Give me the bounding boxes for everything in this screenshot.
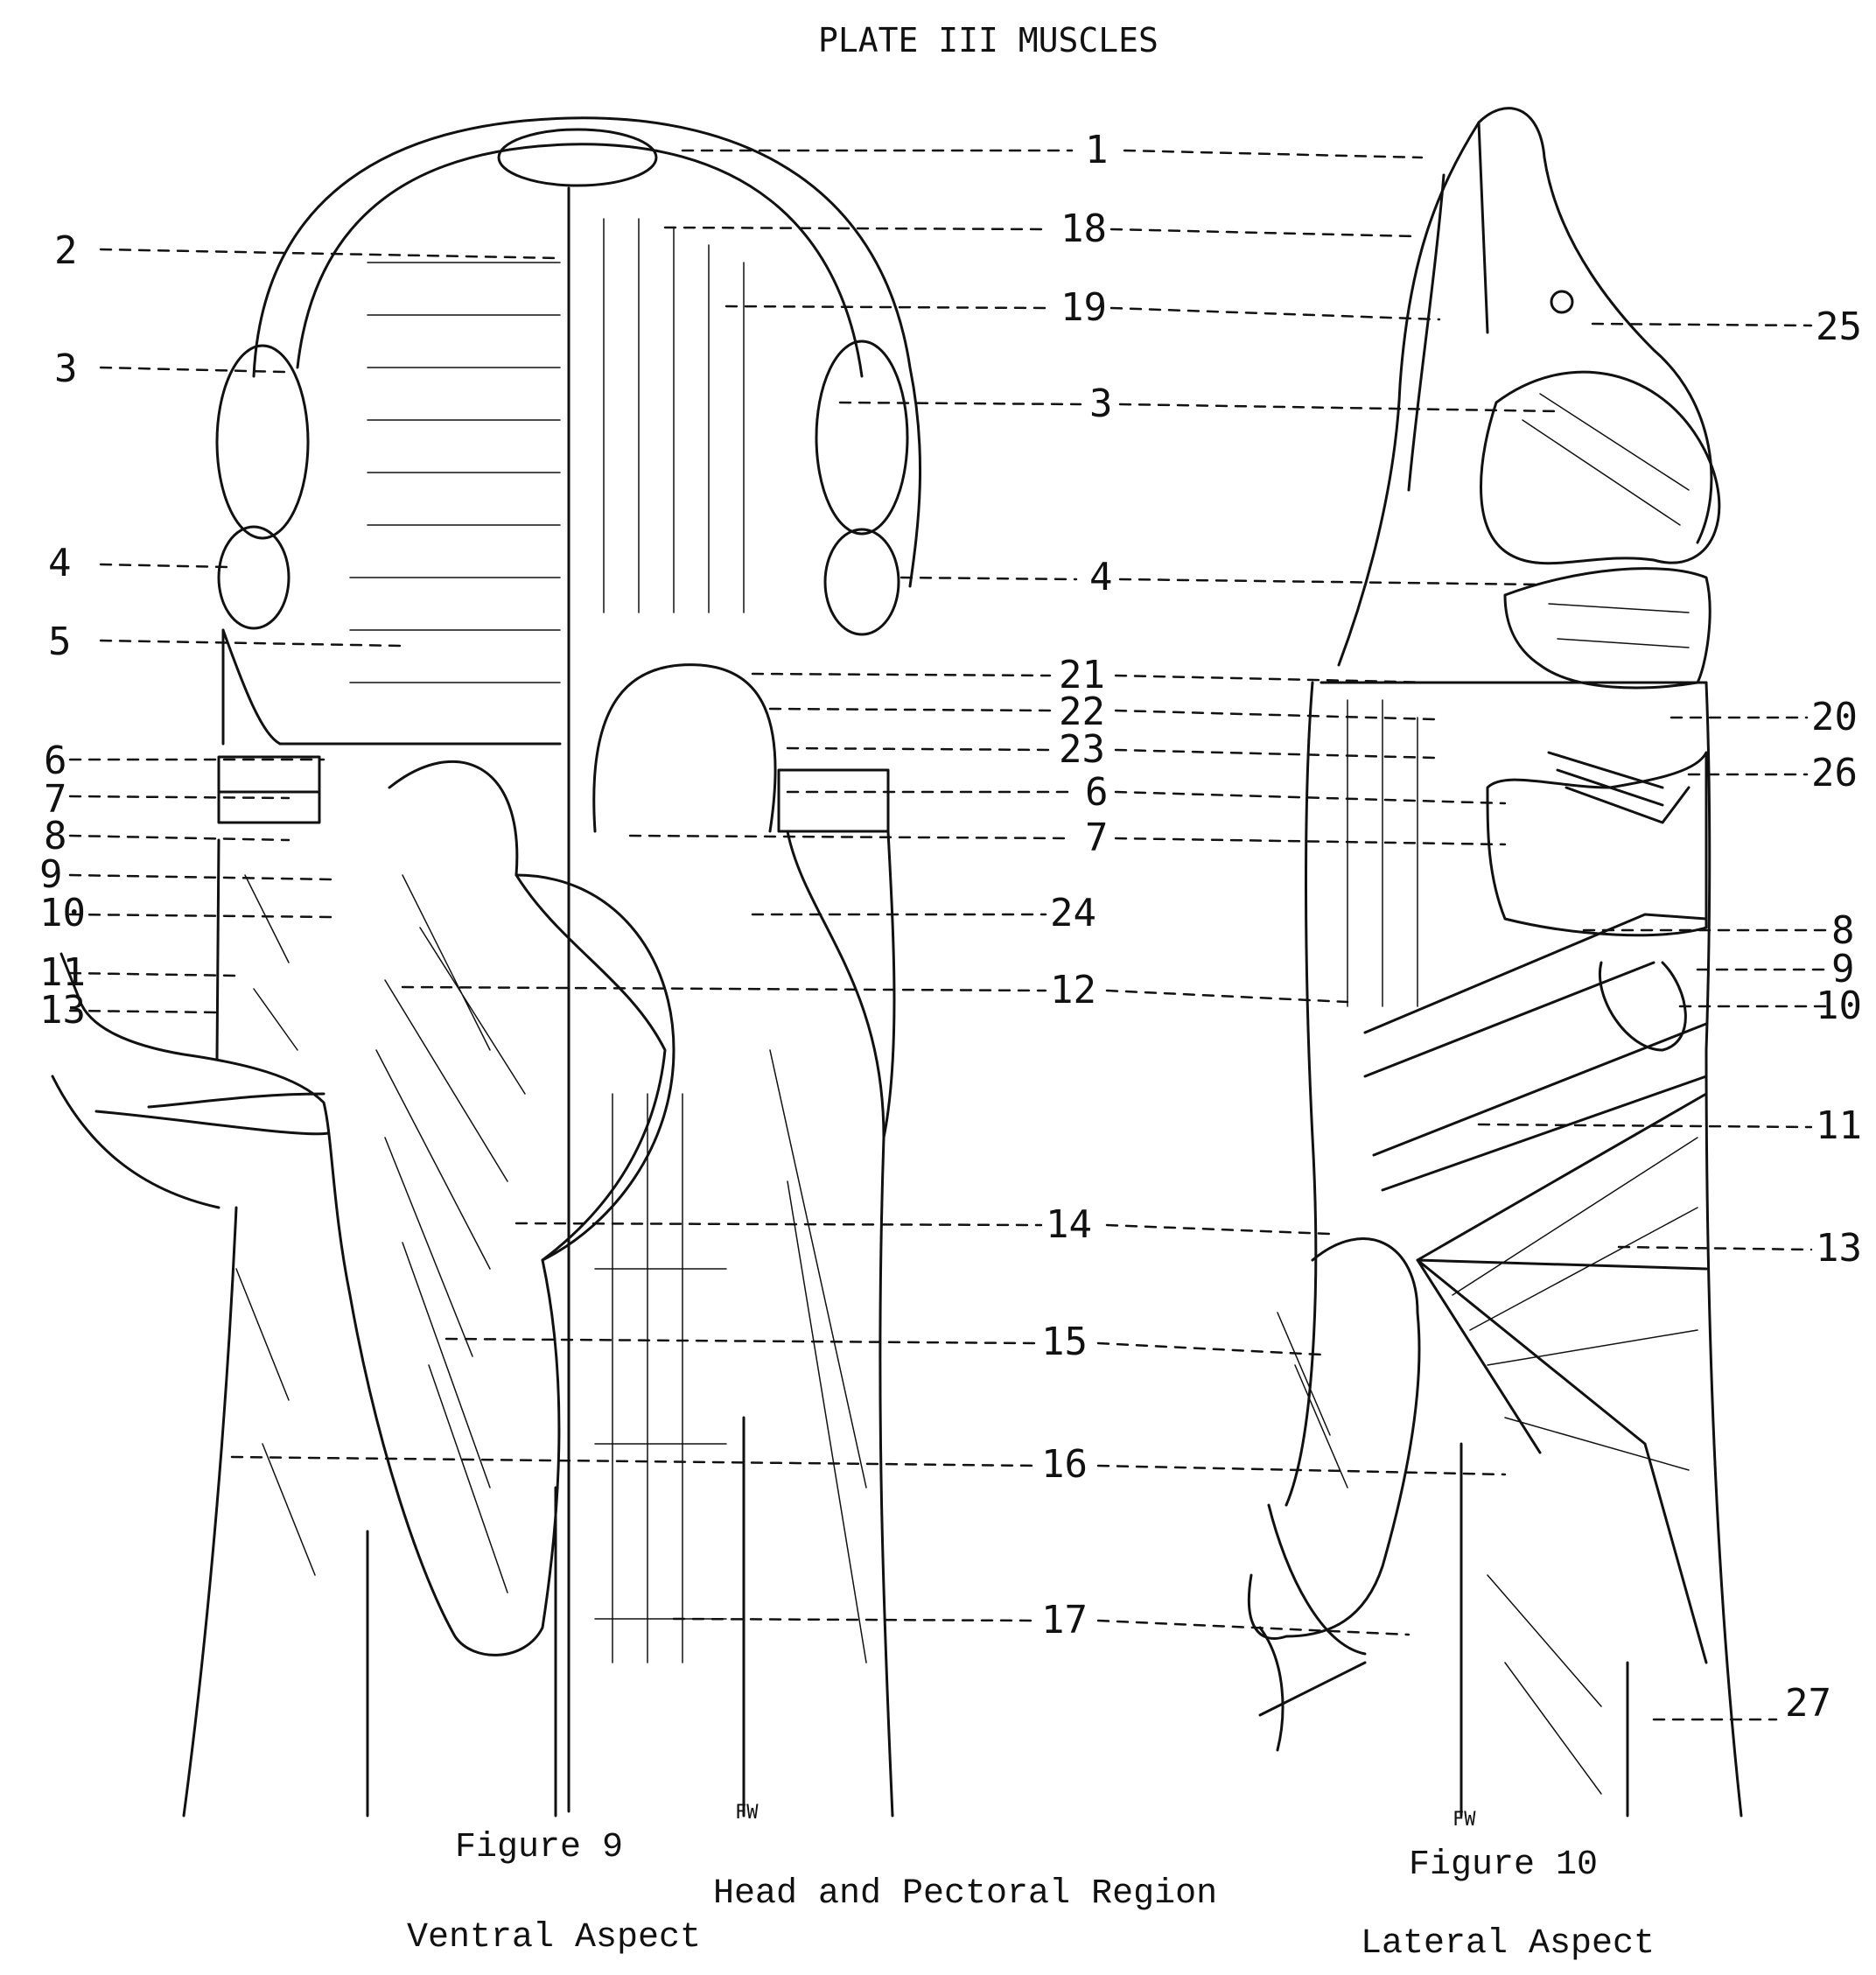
fig9-jaw-band (223, 630, 560, 744)
fig9-pectoral-fin (61, 761, 665, 1655)
fig9-chin-muscle (594, 665, 775, 831)
fig9-fin-rim (516, 875, 674, 1260)
region-caption: Head and Pectoral Region (713, 1877, 1217, 1912)
label-3-center: 3 (1089, 385, 1113, 424)
label-25: 25 (1816, 308, 1862, 347)
artist-initials-fig9: FW (735, 1794, 759, 1832)
fig10-body-front (1286, 683, 1316, 1505)
label-11-left: 11 (39, 954, 86, 992)
fig10-diagonal-band-upper (1365, 914, 1706, 1076)
label-2: 2 (54, 232, 78, 270)
fig9-band-6 (219, 757, 319, 792)
label-13-right: 13 (1816, 1229, 1862, 1268)
plate-title: PLATE III MUSCLES (818, 21, 1158, 60)
label-12: 12 (1050, 971, 1096, 1010)
fig9-left-body-edge (184, 840, 236, 1816)
label-26: 26 (1811, 754, 1858, 793)
fig10-lower-jaw-block (1505, 569, 1710, 688)
fig9-left-lower-muscle (219, 527, 289, 628)
fig10-gill-block (1488, 753, 1706, 935)
label-10-right: 10 (1816, 987, 1862, 1026)
label-10-left: 10 (39, 894, 86, 933)
label-11-right: 11 (1816, 1107, 1862, 1145)
fig10-eye (1551, 291, 1572, 312)
label-24: 24 (1050, 894, 1096, 933)
label-16: 16 (1041, 1446, 1088, 1484)
label-15: 15 (1041, 1323, 1088, 1362)
figure-10-caption: Figure 10 (1409, 1848, 1598, 1883)
fig9-right-body-edge (880, 831, 894, 1816)
label-19: 19 (1060, 289, 1107, 327)
fig10-gill-bars (1549, 753, 1689, 823)
figure-9-caption: Figure 9 (455, 1831, 623, 1866)
label-1: 1 (1085, 131, 1109, 170)
label-6-left: 6 (44, 742, 67, 781)
label-7-center: 7 (1085, 819, 1109, 858)
fig9-head-outline (254, 118, 920, 586)
figure-10-lateral-drawing (1249, 109, 1741, 1816)
figure-10-aspect: Lateral Aspect (1361, 1927, 1655, 1962)
label-17: 17 (1041, 1601, 1088, 1640)
leader-lines (70, 151, 1829, 1719)
label-8-right: 8 (1831, 912, 1855, 950)
label-23: 23 (1059, 731, 1105, 769)
fig9-top-oval (499, 130, 656, 186)
label-27: 27 (1785, 1684, 1831, 1723)
artist-initials-fig10: FW (1452, 1801, 1476, 1839)
label-9-left: 9 (39, 856, 63, 894)
label-5: 5 (48, 623, 72, 662)
label-20: 20 (1811, 698, 1858, 737)
label-3-left: 3 (54, 350, 78, 389)
fig10-jaw-muscle (1481, 372, 1719, 564)
label-14: 14 (1046, 1206, 1092, 1244)
label-22: 22 (1059, 693, 1105, 732)
label-8-left: 8 (44, 817, 67, 856)
label-6-center: 6 (1085, 774, 1109, 812)
fig9-left-eye-muscle (217, 346, 308, 538)
label-13-left: 13 (39, 991, 86, 1030)
figure-9-aspect: Ventral Aspect (407, 1921, 701, 1956)
fig9-head-inner (298, 144, 862, 376)
fig10-pectoral-fin (1249, 1239, 1419, 1639)
figure-9-ventral-drawing (52, 118, 920, 1816)
label-4-left: 4 (48, 544, 72, 583)
label-4-center: 4 (1089, 558, 1113, 597)
label-18: 18 (1060, 210, 1107, 249)
fig9-right-lower-muscle (825, 529, 899, 634)
